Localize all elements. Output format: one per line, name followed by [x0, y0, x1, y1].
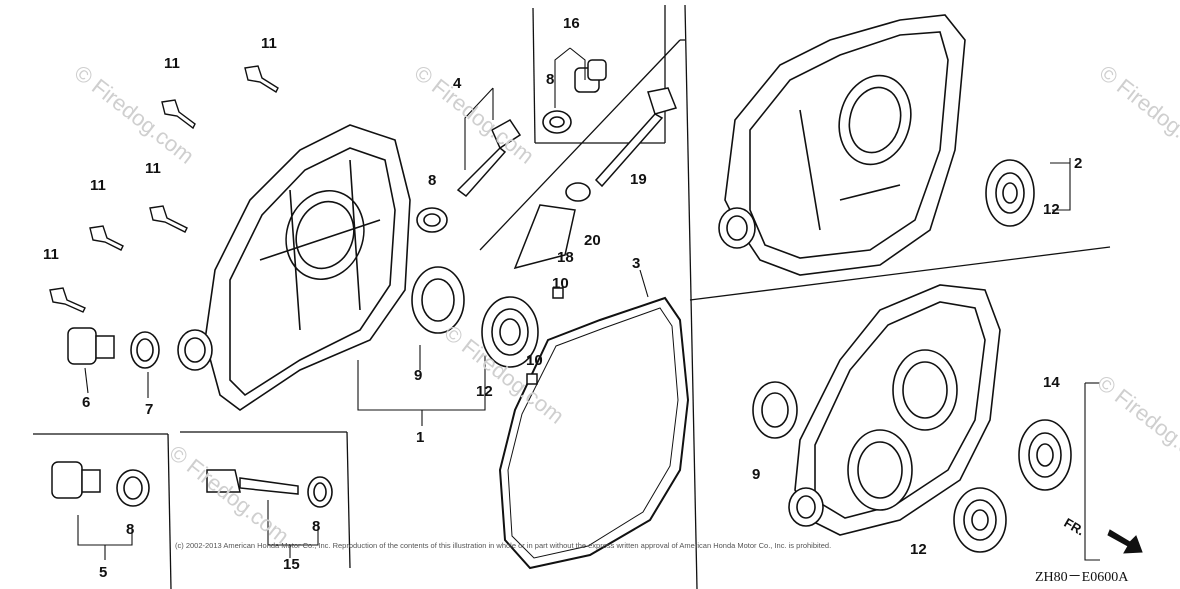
callout-20: 20: [584, 232, 601, 249]
callout-3: 3: [632, 255, 641, 272]
callout-11: 11: [145, 160, 161, 177]
callout-6: 6: [82, 394, 91, 411]
divider-vertical: [684, 4, 698, 589]
gasket: [498, 296, 690, 570]
divider-right: [689, 246, 1111, 301]
bolts: [49, 65, 279, 313]
callout-5: 5: [99, 564, 108, 581]
callout-18: 18: [557, 249, 574, 266]
leader-lines: [77, 47, 1100, 561]
callout-8: 8: [126, 521, 135, 538]
copyright-notice: (c) 2002-2013 American Honda Motor Co., …: [175, 541, 832, 550]
callout-14: 14: [1043, 374, 1060, 391]
callout-11: 11: [90, 177, 106, 194]
callout-16: 16: [563, 15, 580, 32]
callout-10: 10: [526, 352, 543, 369]
crankcase-cover-bottom-right: [788, 284, 1001, 536]
callout-11: 11: [164, 55, 180, 72]
callout-11: 11: [261, 35, 277, 52]
callout-8: 8: [546, 71, 555, 88]
crankcase-cover-left: [177, 124, 411, 411]
callout-12: 12: [476, 383, 493, 400]
callout-19: 19: [630, 171, 647, 188]
callout-2: 2: [1074, 155, 1083, 172]
callout-11: 11: [43, 246, 59, 263]
callout-4: 4: [453, 75, 462, 92]
callout-15: 15: [283, 556, 300, 573]
bearings: [116, 110, 1072, 553]
diagram-code: ZH80－E0600A: [1035, 570, 1129, 585]
callout-8: 8: [428, 172, 437, 189]
callout-12: 12: [910, 541, 927, 558]
callout-10: 10: [552, 275, 569, 292]
callout-9: 9: [752, 466, 761, 483]
callout-1: 1: [416, 429, 425, 446]
callout-8: 8: [312, 518, 321, 535]
front-arrow: [1107, 529, 1143, 554]
crankcase-cover-top-right: [718, 14, 966, 276]
callout-12: 12: [1043, 201, 1060, 218]
callout-9: 9: [414, 367, 423, 384]
callout-7: 7: [145, 401, 154, 418]
fasteners: [51, 59, 678, 499]
